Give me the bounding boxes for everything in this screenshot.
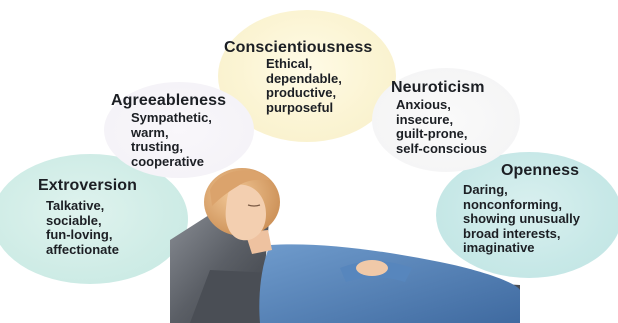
agreeableness-descriptors: Sympathetic, warm, trusting, cooperative [131,111,212,169]
descriptor: Sympathetic, [131,111,212,126]
agreeableness-title: Agreeableness [111,92,226,110]
descriptor: Talkative, [46,199,119,214]
descriptor: self-conscious [396,142,487,157]
descriptor: cooperative [131,155,212,170]
descriptor: Anxious, [396,98,487,113]
extroversion-title: Extroversion [38,177,137,195]
descriptor: broad interests, [463,227,580,242]
descriptor: productive, [266,86,342,101]
descriptor: nonconforming, [463,198,580,213]
descriptor: imaginative [463,241,580,256]
hands [356,260,388,276]
descriptor: affectionate [46,243,119,258]
conscientiousness-title: Conscientiousness [224,39,372,57]
openness-descriptors: Daring, nonconforming, showing unusually… [463,183,580,256]
descriptor: Ethical, [266,57,342,72]
descriptor: guilt-prone, [396,127,487,142]
conscientiousness-descriptors: Ethical, dependable, productive, purpose… [266,57,342,115]
descriptor: Daring, [463,183,580,198]
descriptor: purposeful [266,101,342,116]
openness-title: Openness [501,162,579,180]
descriptor: showing unusually [463,212,580,227]
descriptor: fun-loving, [46,228,119,243]
descriptor: warm, [131,126,212,141]
descriptor: trusting, [131,140,212,155]
neuroticism-title: Neuroticism [391,79,485,97]
neuroticism-descriptors: Anxious, insecure, guilt-prone, self-con… [396,98,487,156]
descriptor: insecure, [396,113,487,128]
descriptor: sociable, [46,214,119,229]
descriptor: dependable, [266,72,342,87]
shirt [259,244,520,323]
extroversion-descriptors: Talkative, sociable, fun-loving, affecti… [46,199,119,257]
